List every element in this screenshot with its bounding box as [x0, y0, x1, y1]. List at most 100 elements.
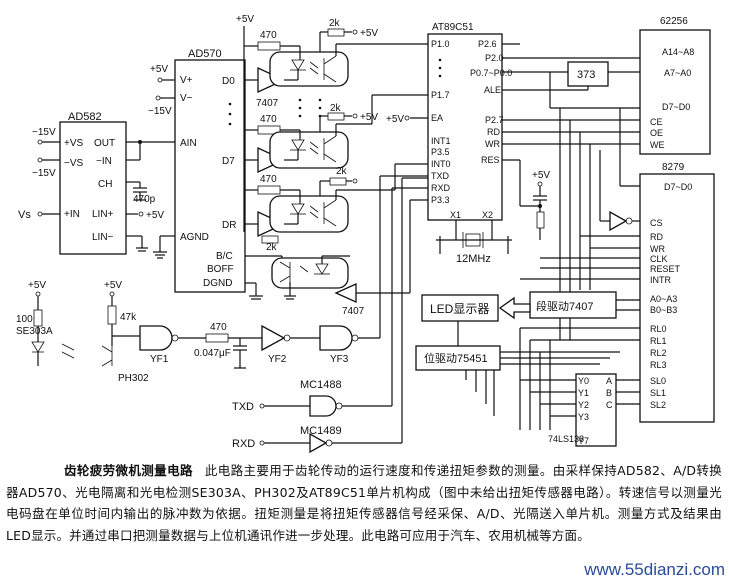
pin-label: CLK [650, 254, 668, 264]
pin-label: P0.7~P0.0 [470, 68, 512, 78]
pin-label: D7~D0 [662, 102, 690, 112]
pin-label: CS [650, 218, 663, 228]
pin-label: SL0 [650, 376, 666, 386]
vs-input-label: Vs [18, 209, 31, 221]
caption-body: 此电路主要用于齿轮传动的运行速度和传递扭矩参数的测量。由采样保持AD582、A/… [6, 463, 722, 543]
figure-caption: 齿轮疲劳微机测量电路此电路主要用于齿轮传动的运行速度和传递扭矩参数的测量。由采样… [6, 460, 722, 546]
cap-label: 0.047μF [194, 348, 231, 359]
resistor-label: 2k [329, 18, 341, 29]
pin-label: LIN+ [92, 209, 114, 220]
segment-driver-label: 段驱动7407 [536, 299, 593, 313]
pin-label: B0~B3 [650, 305, 677, 315]
kbd-8279-chip: 8279 D7~D0 CS RD WR CLK RESET INTR A0~A3… [639, 162, 715, 423]
pin-label: OE [650, 128, 663, 138]
resistor-label: 47k [120, 312, 137, 323]
pin-label: −VS [64, 158, 84, 169]
at89c51-chip: AT89C51 P1.0 P1.7 EA INT1 P3.5 INT0 TXD … [427, 22, 512, 221]
pin-label: P2.7 [485, 115, 504, 125]
crystal-label: 12MHz [456, 253, 491, 265]
pin-label: DGND [203, 278, 232, 289]
supply-label: −15V [148, 106, 172, 117]
emitter-label: SE303A [16, 326, 53, 337]
detector-label: PH302 [118, 373, 149, 384]
buffer-label: 7407 [342, 306, 365, 317]
pin-label: P3.5 [431, 147, 450, 157]
resistor-label: 470 [260, 174, 277, 185]
resistor-label: 470 [210, 322, 227, 333]
pin-label: WR [485, 139, 500, 149]
pin-label: SL2 [650, 400, 666, 410]
pin-label: +IN [64, 209, 80, 220]
pin-label: CH [98, 179, 112, 190]
mcu-label: AT89C51 [432, 22, 474, 33]
pin-label: P3.3 [431, 195, 450, 205]
ram-label: 62256 [660, 16, 688, 27]
gate-label: YF2 [268, 354, 287, 365]
mc1489-label: MC1489 [300, 425, 342, 437]
pin-label: P1.7 [431, 90, 450, 100]
pin-label: RD [487, 127, 500, 137]
pin-label: RL0 [650, 324, 667, 334]
pin-label: +VS [64, 138, 84, 149]
ad582-chip: AD582 +VS −VS +IN OUT −IN CH LIN+ LIN− [59, 111, 127, 255]
pin-label: LIN− [92, 232, 114, 243]
supply-label: +5V [146, 210, 164, 221]
pin-label: Y0 [578, 376, 589, 386]
pin-label: P2.6 [478, 39, 497, 49]
pin-label: DR [222, 220, 236, 231]
supply-label: +5V [360, 112, 378, 123]
watermark: www.55dianzi.com [584, 560, 725, 579]
latch-373 [567, 61, 609, 87]
buffer-label: 7407 [256, 98, 279, 109]
led-display [421, 294, 499, 322]
ad570-label: AD570 [188, 48, 222, 60]
pin-label: D7~D0 [664, 182, 692, 192]
pin-label: C [606, 400, 613, 410]
pin-label: RD [650, 232, 663, 242]
supply-label: +5V [236, 14, 254, 25]
pin-label: AIN [180, 138, 197, 149]
pin-label: X1 [450, 210, 461, 220]
resistor-label: 470 [260, 30, 277, 41]
decoder-74ls138-chip: 74LS138 Y0 Y1 Y2 Y3 Y7 A B C [548, 373, 617, 447]
pin-label: INT1 [431, 136, 451, 146]
pin-label: BOFF [207, 264, 234, 275]
kbd-label: 8279 [662, 162, 685, 173]
resistor-label: 470 [260, 114, 277, 125]
pin-label: X2 [482, 210, 493, 220]
pin-label: WR [650, 244, 665, 254]
supply-label: +5V [104, 280, 122, 291]
pin-label: P2.0 [485, 53, 504, 63]
pin-label: Y2 [578, 400, 589, 410]
pin-label: V+ [180, 75, 193, 86]
pin-label: V− [180, 93, 193, 104]
pin-label: AGND [180, 232, 209, 243]
digit-driver-label: 位驱动75451 [424, 351, 488, 365]
pin-label: EA [431, 113, 443, 123]
segment-driver [529, 291, 617, 319]
circuit-schematic: AD582 +VS −VS +IN OUT −IN CH LIN+ LIN− −… [16, 14, 715, 454]
cap-label: 470p [133, 194, 156, 205]
supply-label: −15V [32, 168, 56, 179]
caption-title: 齿轮疲劳微机测量电路 [64, 463, 193, 478]
resistor-label: 100 [16, 314, 33, 325]
pin-label: RL1 [650, 336, 667, 346]
resistor-label: 2k [266, 242, 278, 253]
supply-label: +5V [360, 28, 378, 39]
rxd-label: RXD [232, 438, 255, 450]
supply-label: −15V [32, 127, 56, 138]
pin-label: RL3 [650, 360, 667, 370]
pin-label: INT0 [431, 159, 451, 169]
gate-label: YF1 [150, 354, 169, 365]
pin-label: WE [650, 140, 665, 150]
pin-label: D7 [222, 156, 235, 167]
mc1488-label: MC1488 [300, 379, 342, 391]
pin-label: ALE [484, 85, 501, 95]
pin-label: INTR [650, 275, 671, 285]
pin-label: P1.0 [431, 39, 450, 49]
pin-label: RESET [650, 264, 681, 274]
latch-label: 373 [577, 69, 595, 81]
pin-label: A [606, 376, 612, 386]
pin-label: SL1 [650, 388, 666, 398]
pin-label: TXD [431, 171, 450, 181]
